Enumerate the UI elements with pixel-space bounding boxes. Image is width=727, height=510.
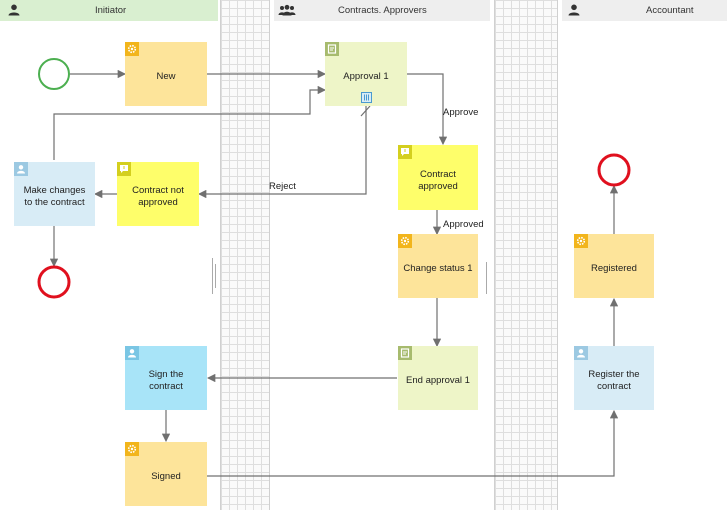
block-label: Contract not approved	[132, 185, 184, 208]
lane-header-accountant[interactable]: Accountant	[562, 0, 727, 21]
document-icon	[398, 346, 412, 360]
user-icon	[574, 346, 588, 360]
block-change-status-1[interactable]: Change status 1	[398, 234, 478, 298]
lane-resize-handle[interactable]	[215, 264, 216, 288]
end-event	[37, 265, 71, 299]
lane-separator-grid	[220, 0, 270, 510]
end-event	[597, 153, 631, 187]
flow-make-changes-to-approval	[53, 85, 327, 160]
lane-header-initiator[interactable]: Initiator	[0, 0, 218, 21]
flow-approval-approve	[407, 73, 448, 146]
block-label: Sign the contract	[148, 369, 184, 392]
lane-title: Accountant	[646, 5, 694, 16]
lane-title: Initiator	[95, 5, 127, 16]
block-label: Make changes to the contract	[23, 185, 86, 208]
block-signed[interactable]: Signed	[125, 442, 207, 506]
gear-icon	[125, 42, 139, 56]
block-end-approval-1[interactable]: End approval 1	[398, 346, 478, 410]
block-register-contract[interactable]: Register the contract	[574, 346, 654, 410]
block-label: End approval 1	[406, 375, 470, 386]
lane-resize-handle[interactable]	[486, 262, 487, 294]
user-icon	[125, 346, 139, 360]
block-label: Contract approved	[418, 168, 458, 192]
user-icon	[568, 4, 580, 16]
block-registered[interactable]: Registered	[574, 234, 654, 298]
user-icon	[8, 4, 20, 16]
block-contract-not-approved[interactable]: Contract not approved	[117, 162, 199, 226]
lane-title: Contracts. Approvers	[338, 5, 427, 16]
lane-header-contracts-approvers[interactable]: Contracts. Approvers	[274, 0, 490, 21]
block-approval-1[interactable]: Approval 1	[325, 42, 407, 106]
gear-icon	[398, 234, 412, 248]
flow-label-approved: Approved	[443, 219, 484, 230]
block-label: Register the contract	[588, 369, 640, 392]
flow-label-reject: Reject	[269, 181, 296, 192]
lane-resize-handle[interactable]	[212, 258, 213, 294]
gear-icon	[574, 234, 588, 248]
block-label: Approval 1	[343, 71, 389, 82]
lane-separator-grid	[494, 0, 558, 510]
document-icon	[325, 42, 339, 56]
block-label: Registered	[591, 263, 637, 274]
notification-icon	[398, 145, 412, 159]
block-label: Signed	[151, 471, 181, 482]
flow-approval-reject	[197, 106, 367, 199]
users-icon	[278, 4, 296, 16]
block-label: Change status 1	[403, 263, 473, 274]
flow-label-approve: Approve	[443, 107, 479, 118]
gear-icon	[125, 442, 139, 456]
notification-icon	[117, 162, 131, 176]
block-new[interactable]: New	[125, 42, 207, 106]
user-icon	[14, 162, 28, 176]
flow-signed-to-register	[207, 409, 619, 477]
parallel-instances-icon	[361, 92, 372, 103]
block-make-changes[interactable]: Make changes to the contract	[14, 162, 95, 226]
block-sign-contract[interactable]: Sign the contract	[125, 346, 207, 410]
block-contract-approved[interactable]: Contract approved	[398, 145, 478, 210]
start-event	[38, 58, 70, 90]
block-label: New	[156, 71, 176, 82]
